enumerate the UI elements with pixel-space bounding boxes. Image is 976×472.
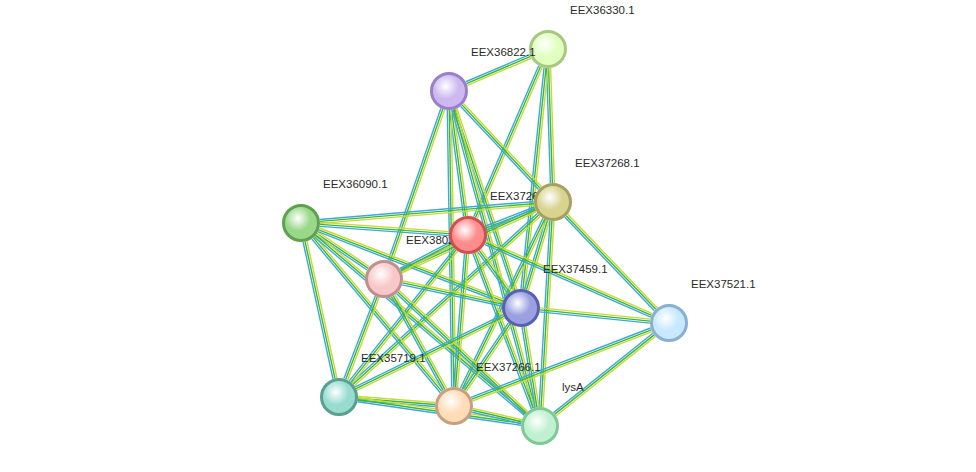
protein-node: lysA: [521, 407, 559, 445]
node-label: EEX37266.1: [476, 361, 541, 373]
edge-strand: [477, 67, 542, 218]
protein-node: EEX38028.1: [365, 260, 403, 298]
interaction-edge: [355, 315, 505, 391]
edge-strand: [554, 333, 653, 412]
edge-strand: [547, 68, 551, 183]
edge-strand: [320, 206, 534, 224]
edge-strand: [539, 221, 550, 407]
node-label: lysA: [562, 381, 584, 393]
edge-strand: [472, 332, 652, 401]
interaction-edge: [540, 308, 651, 323]
edge-strand: [320, 222, 449, 231]
edge-strand: [355, 315, 503, 387]
edge-strand: [403, 283, 503, 304]
protein-node: EEX37266.1: [435, 387, 473, 425]
edge-strand: [540, 310, 650, 321]
interaction-edge: [565, 214, 658, 310]
edge-strand: [472, 330, 652, 399]
interaction-edge: [400, 208, 536, 273]
interaction-edge: [471, 328, 652, 401]
edge-strand: [466, 56, 530, 83]
node-label: EEX37459.1: [543, 263, 608, 275]
edge-strand: [466, 325, 512, 392]
node-label: EEX37521.1: [691, 278, 756, 290]
edge-strand: [320, 224, 449, 233]
edge-strand: [463, 323, 509, 390]
node-label: EEX36822.1: [471, 46, 536, 58]
edge-strand: [344, 296, 375, 378]
protein-node: EEX35719.1: [320, 378, 358, 416]
edge-strand: [346, 297, 377, 379]
interaction-edge: [320, 222, 449, 235]
node-label: EEX36090.1: [323, 178, 388, 190]
edge-strand: [472, 412, 521, 423]
edge-strand: [320, 204, 534, 222]
edge-strand: [403, 281, 503, 302]
edge-strand: [402, 212, 536, 273]
interaction-edge: [454, 254, 469, 387]
edge-strand: [568, 214, 658, 308]
interaction-edge: [349, 249, 457, 384]
edge-strand: [348, 297, 379, 379]
interaction-edge: [478, 249, 512, 294]
protein-node: EEX37521.1: [650, 304, 688, 342]
edge-strand: [556, 336, 655, 415]
protein-node: EEX37459.1: [502, 289, 540, 327]
edge-strand: [402, 285, 502, 306]
interaction-edge: [402, 281, 503, 306]
interaction-edge: [472, 408, 522, 423]
edge-strand: [351, 250, 456, 382]
edge-strand: [320, 202, 534, 220]
edge-strand: [303, 242, 333, 379]
edge-strand: [395, 295, 447, 389]
interaction-edge: [554, 333, 656, 415]
interaction-edge: [463, 323, 512, 392]
edge-strand: [456, 254, 467, 387]
protein-node: EEX37268.1: [534, 183, 572, 221]
interaction-edge: [352, 213, 541, 385]
interaction-edge: [547, 68, 555, 183]
interaction-edge: [466, 55, 532, 86]
edge-strand: [555, 335, 654, 414]
protein-node: EEX3726: [449, 216, 487, 254]
edge-strand: [465, 324, 511, 391]
interaction-edge: [320, 202, 534, 224]
protein-node: EEX36822.1: [430, 72, 468, 110]
edge-strand: [467, 58, 531, 85]
edge-strand: [454, 254, 465, 387]
node-label: EEX3726: [490, 190, 539, 202]
edge-strand: [541, 221, 552, 407]
edge-strand: [473, 410, 522, 421]
interaction-edge: [344, 296, 379, 380]
node-label: EEX36330.1: [570, 4, 635, 16]
edge-strand: [356, 316, 504, 388]
node-label: EEX37268.1: [575, 157, 640, 169]
edge-strand: [466, 55, 530, 82]
node-label: EEX35719.1: [361, 352, 426, 364]
edge-strand: [540, 312, 650, 323]
protein-node: EEX36090.1: [282, 204, 320, 242]
interaction-edge: [539, 221, 554, 407]
edge-strand: [357, 318, 505, 390]
interaction-edge: [303, 241, 337, 379]
